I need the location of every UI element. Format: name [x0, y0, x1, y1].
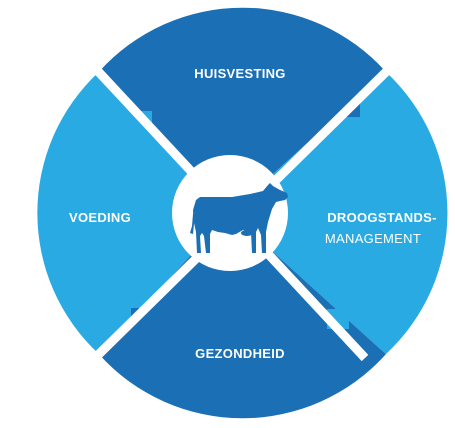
label-huisvesting: HUISVESTING	[194, 66, 285, 81]
label-gezondheid: GEZONDHEID	[195, 346, 285, 361]
segment-droogstandsmanagement	[230, 71, 448, 355]
segment-gezondheid	[98, 213, 386, 419]
segment-voeding	[37, 71, 231, 355]
label-droogstands: DROOGSTANDS-	[327, 210, 437, 225]
cow-icon	[190, 183, 288, 253]
label-voeding: VOEDING	[69, 210, 131, 225]
segment-huisvesting	[98, 7, 386, 214]
label-management: MANAGEMENT	[325, 231, 421, 246]
